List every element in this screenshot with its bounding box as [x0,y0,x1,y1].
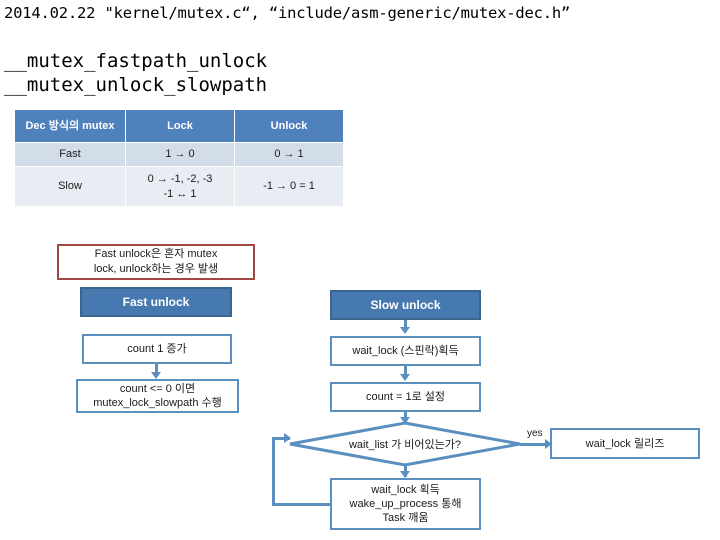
table-row: Fast 1 → 0 0 → 1 [14,142,344,167]
arrow-right-icon [284,433,291,443]
flow-node-count-increase[interactable]: count 1 증가 [82,334,232,364]
function-names: __mutex_fastpath_unlock __mutex_unlock_s… [4,50,716,97]
flow-node-waitlock-acquire-wakeup[interactable]: wait_lock 획득 wake_up_process 통해 Task 깨움 [330,478,481,530]
table-header-dec-mutex: Dec 방식의 mutex [14,109,126,143]
cell-fast-unlock: 0 → 1 [234,142,344,167]
function-fastpath-unlock: __mutex_fastpath_unlock [4,50,268,72]
table-row: Slow 0 → -1, -2, -3 -1 ↔ 1 -1 → 0 = 1 [14,166,344,207]
arrow-down-icon [400,374,410,381]
connector-fast-1 [155,364,158,375]
flow-node-fast-unlock[interactable]: Fast unlock [80,287,232,317]
arrow-down-icon [400,417,410,424]
connector-yes-branch [520,443,548,446]
flow-decision-label: wait_list 가 비어있는가? [348,439,462,451]
connector-loop-bottom [272,503,332,506]
connector-loop-top [272,437,290,440]
branch-label-yes: yes [527,428,543,439]
arrow-right-icon [545,439,552,449]
table-header-row: Dec 방식의 mutex Lock Unlock [14,109,344,143]
flow-node-slow-unlock[interactable]: Slow unlock [330,290,481,320]
connector-slow-1 [404,320,407,329]
flow-node-waitlock-acquire-spinlock[interactable]: wait_lock (스핀락)획득 [330,336,481,366]
arrow-down-icon [400,471,410,478]
connector-no-branch [404,464,407,477]
table-header-unlock: Unlock [234,109,344,143]
cell-fast-lock: 1 → 0 [125,142,235,167]
flow-decision-waitlist-empty[interactable]: wait_list 가 비어있는가? [288,421,522,467]
note-fast-unlock-condition: Fast unlock은 혼자 mutex lock, unlock하는 경우 … [57,244,255,280]
flow-node-count-set-one[interactable]: count = 1로 설정 [330,382,481,412]
page-title: 2014.02.22 "kernel/mutex.c“, “include/as… [4,4,571,22]
arrow-down-icon [400,327,410,334]
cell-fast-label: Fast [14,142,126,167]
flow-node-waitlock-release[interactable]: wait_lock 릴리즈 [550,428,700,459]
arrow-down-icon [151,372,161,379]
mutex-state-table: Dec 방식의 mutex Lock Unlock Fast 1 → 0 0 →… [14,109,344,207]
cell-slow-lock: 0 → -1, -2, -3 -1 ↔ 1 [125,166,235,207]
connector-slow-2 [404,366,407,377]
function-unlock-slowpath: __mutex_unlock_slowpath [4,73,268,96]
cell-slow-label: Slow [14,166,126,207]
connector-loop-vertical [272,437,275,506]
cell-slow-unlock: -1 → 0 = 1 [234,166,344,207]
table-header-lock: Lock [125,109,235,143]
flow-node-count-check-slowpath[interactable]: count <= 0 이면 mutex_lock_slowpath 수행 [76,379,239,413]
